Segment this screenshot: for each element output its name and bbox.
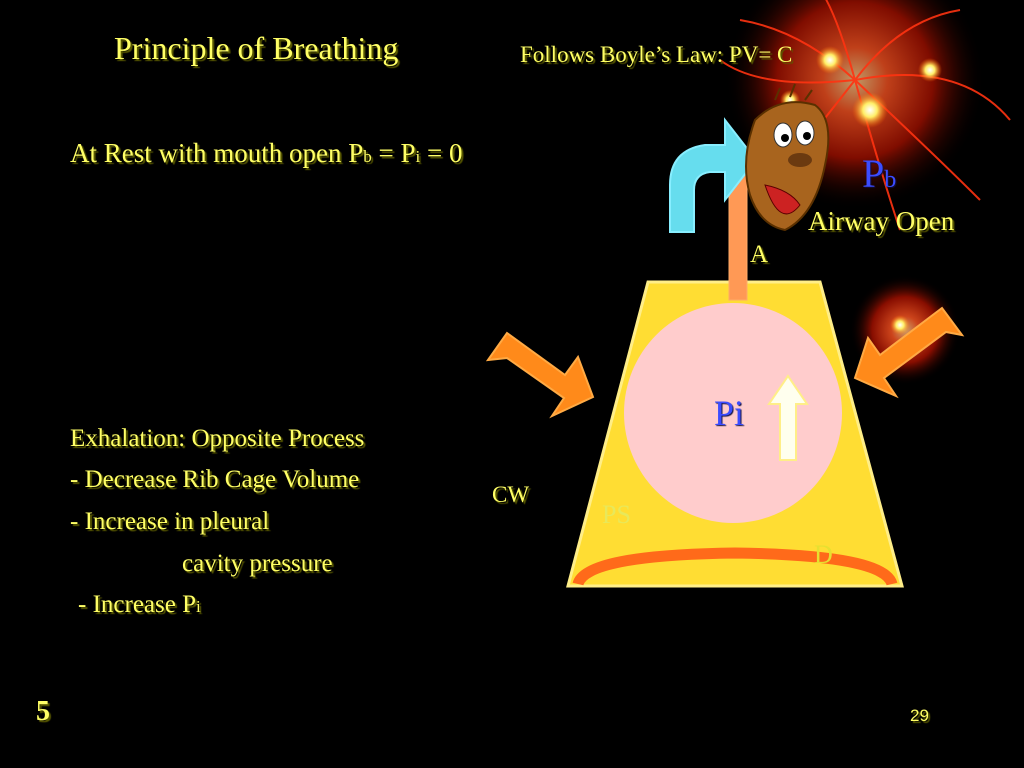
compression-arrow-icon xyxy=(485,331,595,419)
exhalation-line-5: - Increase Pi xyxy=(78,591,201,619)
label-pi: Pi xyxy=(714,393,745,433)
compression-arrow-icon xyxy=(853,306,965,399)
diaphragm-curve xyxy=(572,547,898,587)
label-pleural-space: PS xyxy=(602,500,631,529)
rest-statement: At Rest with mouth open Pb = Pi = 0 xyxy=(70,138,462,169)
exhalation-line-3: - Increase in pleural xyxy=(70,508,270,535)
rest-mid: = P xyxy=(371,138,416,168)
rest-sub-i: i xyxy=(415,147,421,166)
label-chest-wall: CW xyxy=(492,482,530,507)
boyles-law-subtitle: Follows Boyle’s Law: PV= C xyxy=(520,42,793,67)
exhalation-line-2: - Decrease Rib Cage Volume xyxy=(70,466,360,493)
label-airway-open: Airway Open xyxy=(808,206,955,236)
label-pb-text: P xyxy=(862,151,885,196)
rest-end: = 0 xyxy=(420,138,463,168)
cartoon-face-icon xyxy=(745,83,830,232)
slide-number: 5 xyxy=(36,696,50,727)
label-airway-a: A xyxy=(750,241,769,268)
exhalation-line-1: Exhalation: Opposite Process xyxy=(70,425,365,452)
exhalation-line-5-text: - Increase P xyxy=(78,591,196,618)
rest-text: At Rest with mouth open P xyxy=(70,138,364,168)
label-diaphragm: D xyxy=(814,540,833,569)
label-pb: Pb xyxy=(862,150,896,197)
label-pb-sub: b xyxy=(884,167,897,193)
page-number: 29 xyxy=(910,706,929,725)
lung-circle xyxy=(624,303,842,523)
rest-sub-b: b xyxy=(363,147,372,166)
exhalation-line-5-sub: i xyxy=(196,597,201,616)
exhalation-line-4: cavity pressure xyxy=(182,550,333,577)
slide-title: Principle of Breathing xyxy=(114,30,399,66)
up-arrow-icon xyxy=(767,374,809,461)
